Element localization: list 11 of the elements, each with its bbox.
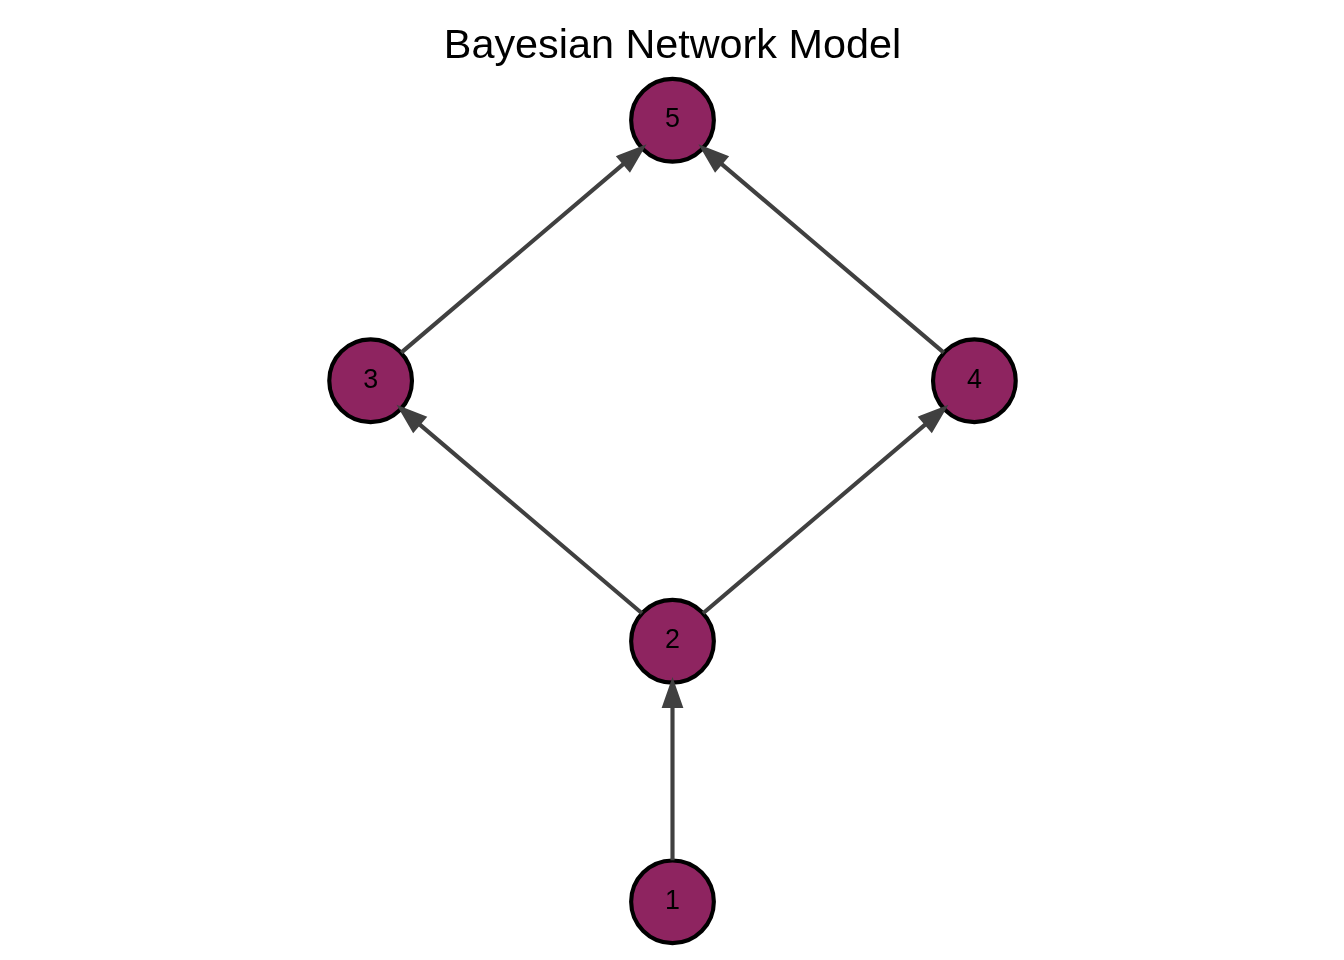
- arrow: [701, 404, 948, 615]
- arrow: [399, 144, 647, 355]
- node-circle: 4: [930, 337, 1018, 425]
- arrow: [396, 404, 643, 615]
- node-circle: 3: [326, 337, 414, 425]
- node-circle: 5: [628, 76, 716, 164]
- arrow: [697, 144, 945, 355]
- node-circle: 2: [628, 597, 716, 685]
- node-circle: 1: [628, 858, 716, 946]
- arrow: [661, 677, 683, 861]
- diagram-title: Bayesian Network Model: [443, 21, 901, 68]
